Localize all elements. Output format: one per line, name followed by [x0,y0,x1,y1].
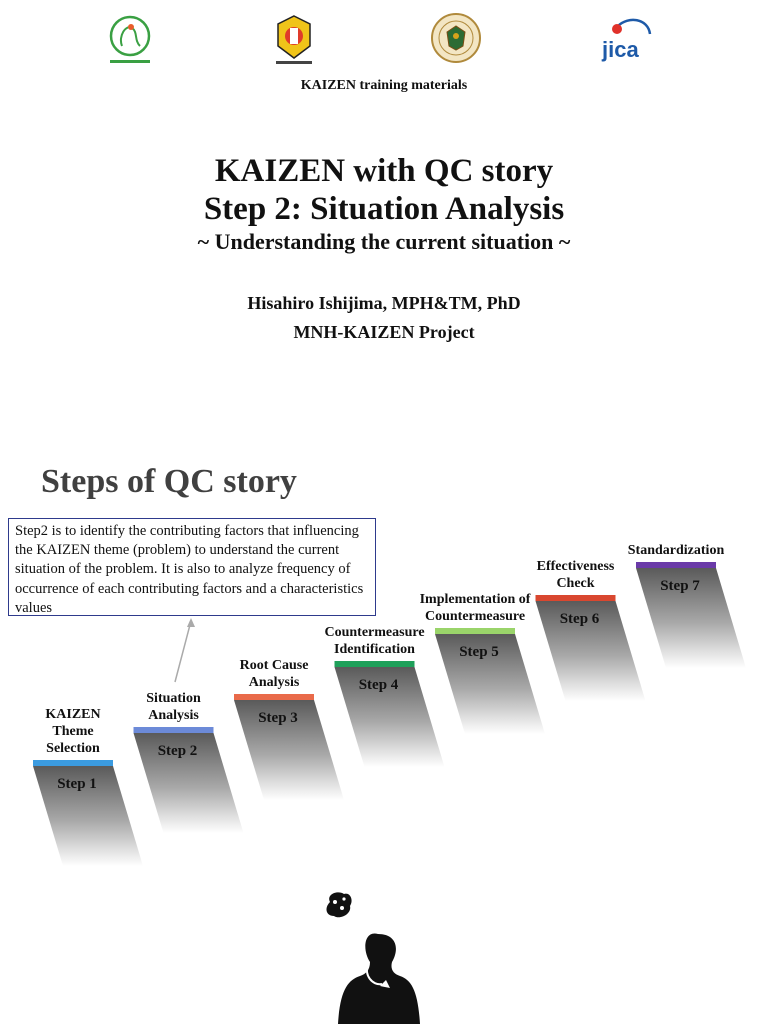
step-label-line: Standardization [627,543,725,558]
step2-description-box: Step2 is to identify the contributing fa… [8,518,376,616]
step-label-line: Effectiveness [536,559,615,574]
step-color-bar-2 [133,727,214,733]
step-label-7: Standardization [616,542,736,559]
mnh-kaizen-project-logo-icon [104,12,156,68]
step-label-line: Analysis [248,675,300,690]
step-number-3: Step 3 [258,710,298,726]
step-number-1: Step 1 [57,776,97,792]
step-number-4: Step 4 [358,677,399,693]
step-label-line: Theme [52,724,94,739]
page-title: KAIZEN with QC story [214,153,554,189]
step-label-line: Implementation of [419,592,531,607]
page-subtitle: ~ Understanding the current situation ~ [197,229,571,254]
step-number-5: Step 5 [459,644,499,660]
step-block-7 [636,568,746,668]
step-label-line: Situation [146,691,201,706]
project-name: MNH-KAIZEN Project [293,322,475,342]
step-block-6 [535,601,646,701]
step-color-bar-7 [636,562,716,568]
steps-diagram [33,562,746,866]
step-number-2: Step 2 [157,743,198,759]
step-block-4 [334,667,445,767]
step-label-line: Check [556,576,595,591]
ghana-health-service-logo-icon [268,12,320,68]
thinking-person-silhouette-icon [320,890,430,1024]
page-title-step: Step 2: Situation Analysis [203,191,565,227]
step-block-5 [435,634,545,734]
step-block-3 [234,700,344,800]
step-label-line: Countermeasure [424,609,526,624]
jica-logo-icon: jica [600,12,656,68]
step-color-bar-6 [535,595,616,601]
step-label-line: Countermeasure [324,625,425,640]
training-materials-label: KAIZEN training materials [300,78,468,93]
step-label-line: Identification [334,642,415,657]
step-block-2 [133,733,244,833]
step-label-5: Implementation of Countermeasure [415,591,535,625]
step-label-line: Analysis [148,708,199,723]
step-label-line: KAIZEN [45,707,101,722]
step-block-1 [33,766,143,866]
step-label-line: Root Cause [239,658,309,673]
step-color-bar-4 [334,661,415,667]
ministry-of-health-seal-icon [430,12,482,68]
step-number-7: Step 7 [660,578,700,594]
callout-pointer-arrowhead [187,618,195,627]
author-name: Hisahiro Ishijima, MPH&TM, PhD [247,293,521,313]
step-label-line: Selection [46,741,100,756]
step-number-6: Step 6 [559,611,600,627]
callout-pointer-line [174,620,192,683]
step-color-bar-3 [234,694,314,700]
steps-section-heading: Steps of QC story [41,463,297,500]
step-color-bar-1 [33,760,113,766]
svg-text:jica: jica [601,37,639,62]
step-color-bar-5 [435,628,515,634]
